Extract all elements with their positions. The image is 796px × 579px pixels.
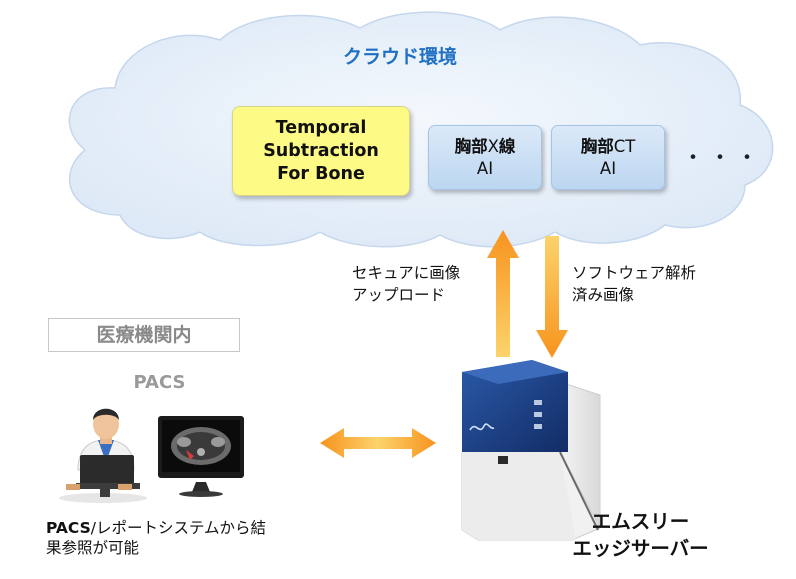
- pacs-caption-rest: /レポートシステムから結 果参照が可能: [46, 519, 267, 557]
- service-label-latin: CT: [613, 136, 636, 156]
- pacs-title: PACS: [133, 372, 186, 393]
- service-chest-xray-ai: 胸部X線 AI: [428, 125, 542, 190]
- download-label: ソフトウェア解析 済み画像: [572, 264, 697, 304]
- hospital-title: 医療機関内: [48, 318, 240, 352]
- service-sub-label: AI: [599, 158, 617, 178]
- service-label-jp: 胸部: [580, 136, 614, 156]
- cloud-title: クラウド環境: [342, 46, 457, 68]
- edge-server-icon: [461, 360, 601, 541]
- service-sub-label: AI: [476, 158, 494, 178]
- upload-label: セキュアに画像 アップロード: [352, 264, 461, 304]
- service-temporal-subtraction: Temporal Subtraction For Bone: [232, 106, 410, 196]
- more-services-ellipsis: ・・・: [682, 146, 764, 171]
- pacs-caption-prefix: PACS: [46, 519, 91, 537]
- edge-server-label: エムスリー エッジサーバー: [572, 510, 709, 560]
- service-chest-ct-ai: 胸部CT AI: [551, 125, 665, 190]
- service-label-jp-rest: 線: [498, 136, 516, 156]
- service-label-jp: 胸部: [454, 136, 488, 156]
- service-label-latin: X: [487, 136, 499, 156]
- upload-arrow: [487, 230, 519, 357]
- doctor-icon: [59, 408, 147, 503]
- monitor-icon: [158, 416, 244, 497]
- download-arrow: [536, 236, 568, 358]
- pacs-caption: PACS/レポートシステムから結 果参照が可能: [46, 518, 266, 558]
- bidirectional-arrow: [320, 428, 436, 458]
